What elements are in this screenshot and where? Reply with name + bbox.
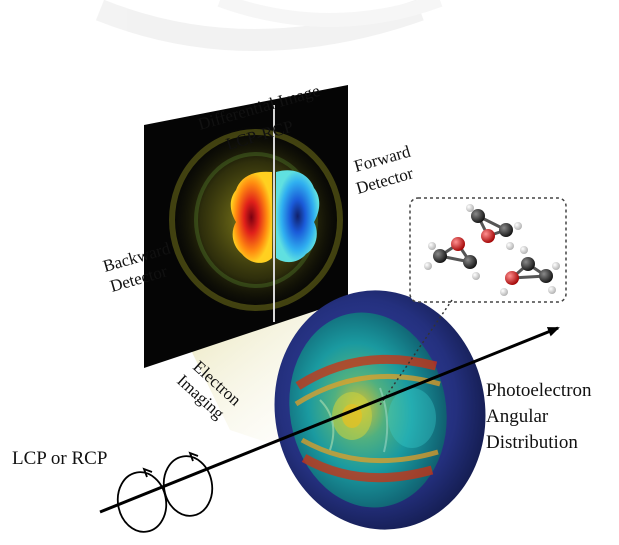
pad-label-line1: Photoelectron xyxy=(486,380,592,401)
inset-pointer xyxy=(379,299,453,406)
pad-label-line3: Distribution xyxy=(486,432,578,453)
watermark-swoosh xyxy=(95,0,443,51)
molecule-icon xyxy=(409,197,567,303)
polarization-label: LCP or RCP xyxy=(12,448,107,469)
detector-panel xyxy=(144,85,348,368)
circular-polarization-icon xyxy=(116,451,214,533)
rcp-lobe xyxy=(276,170,320,263)
lcp-lobe xyxy=(230,171,272,263)
angular-distribution xyxy=(274,290,486,530)
pad-label-line2: Angular xyxy=(486,406,549,427)
light-propagation-arrow xyxy=(99,326,560,514)
